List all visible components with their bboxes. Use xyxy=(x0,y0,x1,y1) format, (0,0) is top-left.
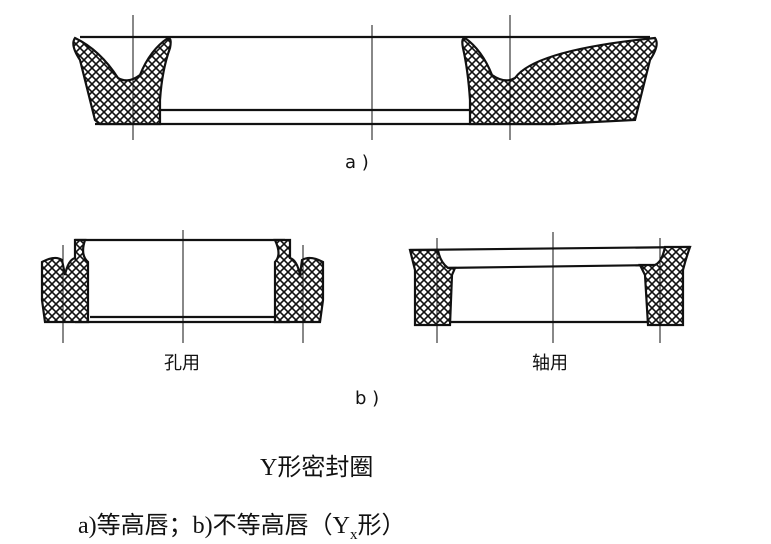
caption-title: Y形密封圈 xyxy=(260,455,374,481)
figure-a-drawing xyxy=(72,15,658,140)
caption-subscript: x xyxy=(349,526,358,543)
right-seal-section xyxy=(461,36,658,126)
shaft-seal-label: 轴用 xyxy=(532,353,568,374)
figure-b-label: b ) xyxy=(355,388,380,409)
figure-a-label: a ) xyxy=(345,152,369,173)
figure-b-shaft-seal xyxy=(408,232,692,343)
caption-suffix: 形） xyxy=(357,513,406,539)
left-seal-section xyxy=(72,36,172,126)
caption-prefix: a)等高唇；b)不等高唇（Y xyxy=(78,513,350,539)
caption-description: a)等高唇；b)不等高唇（Yx形） xyxy=(78,505,405,544)
hole-seal-label: 孔用 xyxy=(164,353,200,374)
figure-b-hole-seal xyxy=(40,230,325,343)
